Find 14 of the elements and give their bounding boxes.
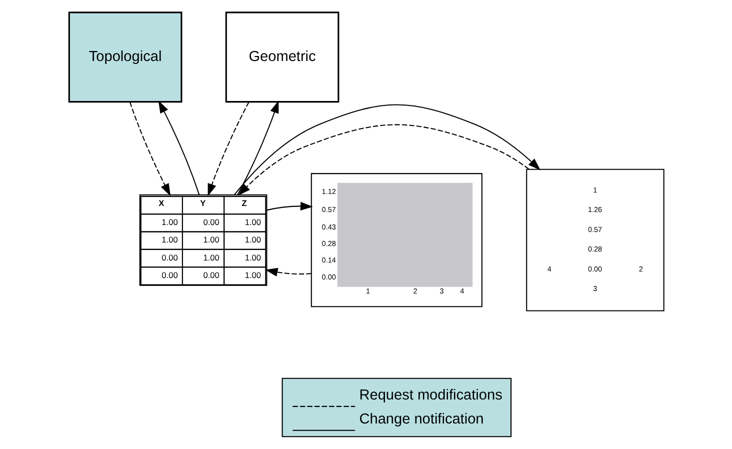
arrow (128, 102, 170, 196)
legend-label: Request modifications (358, 387, 502, 404)
arrow (266, 202, 312, 211)
node-box: 1.12 0.57 0.43 0.28 0.14 0.00 1 2 3 4 (310, 173, 482, 308)
node-box: 1 1.26 0.57 0.28 4 0.00 2 3 (526, 168, 664, 312)
arrow (234, 104, 540, 196)
arrow (158, 100, 200, 195)
arrow (238, 124, 529, 196)
arrow (236, 100, 278, 195)
node-box: Geometric (224, 12, 339, 103)
node-box: Topological (68, 12, 182, 103)
arrow (264, 268, 311, 276)
arrow (207, 102, 249, 196)
legend-label: Change notification (358, 411, 484, 428)
